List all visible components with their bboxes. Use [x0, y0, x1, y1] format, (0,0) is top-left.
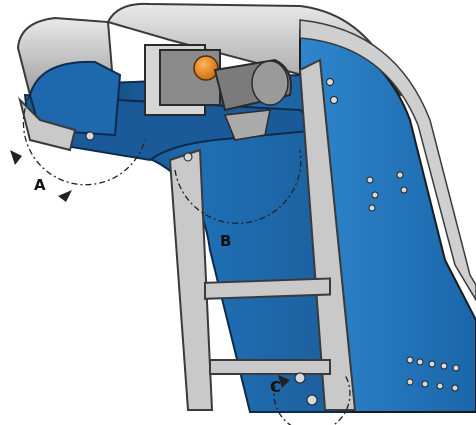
conveyor-belt [23, 60, 352, 413]
callout-label-a: A [34, 176, 46, 194]
callout-label-b: B [220, 232, 231, 250]
callout-arrows [10, 150, 290, 388]
callout-circles [22, 94, 351, 425]
callout-label-c: C [270, 378, 281, 396]
drive-motor [144, 44, 292, 141]
motor-fan-cap [193, 55, 219, 81]
support-frame [18, 58, 357, 411]
bolt-rows [85, 78, 460, 406]
